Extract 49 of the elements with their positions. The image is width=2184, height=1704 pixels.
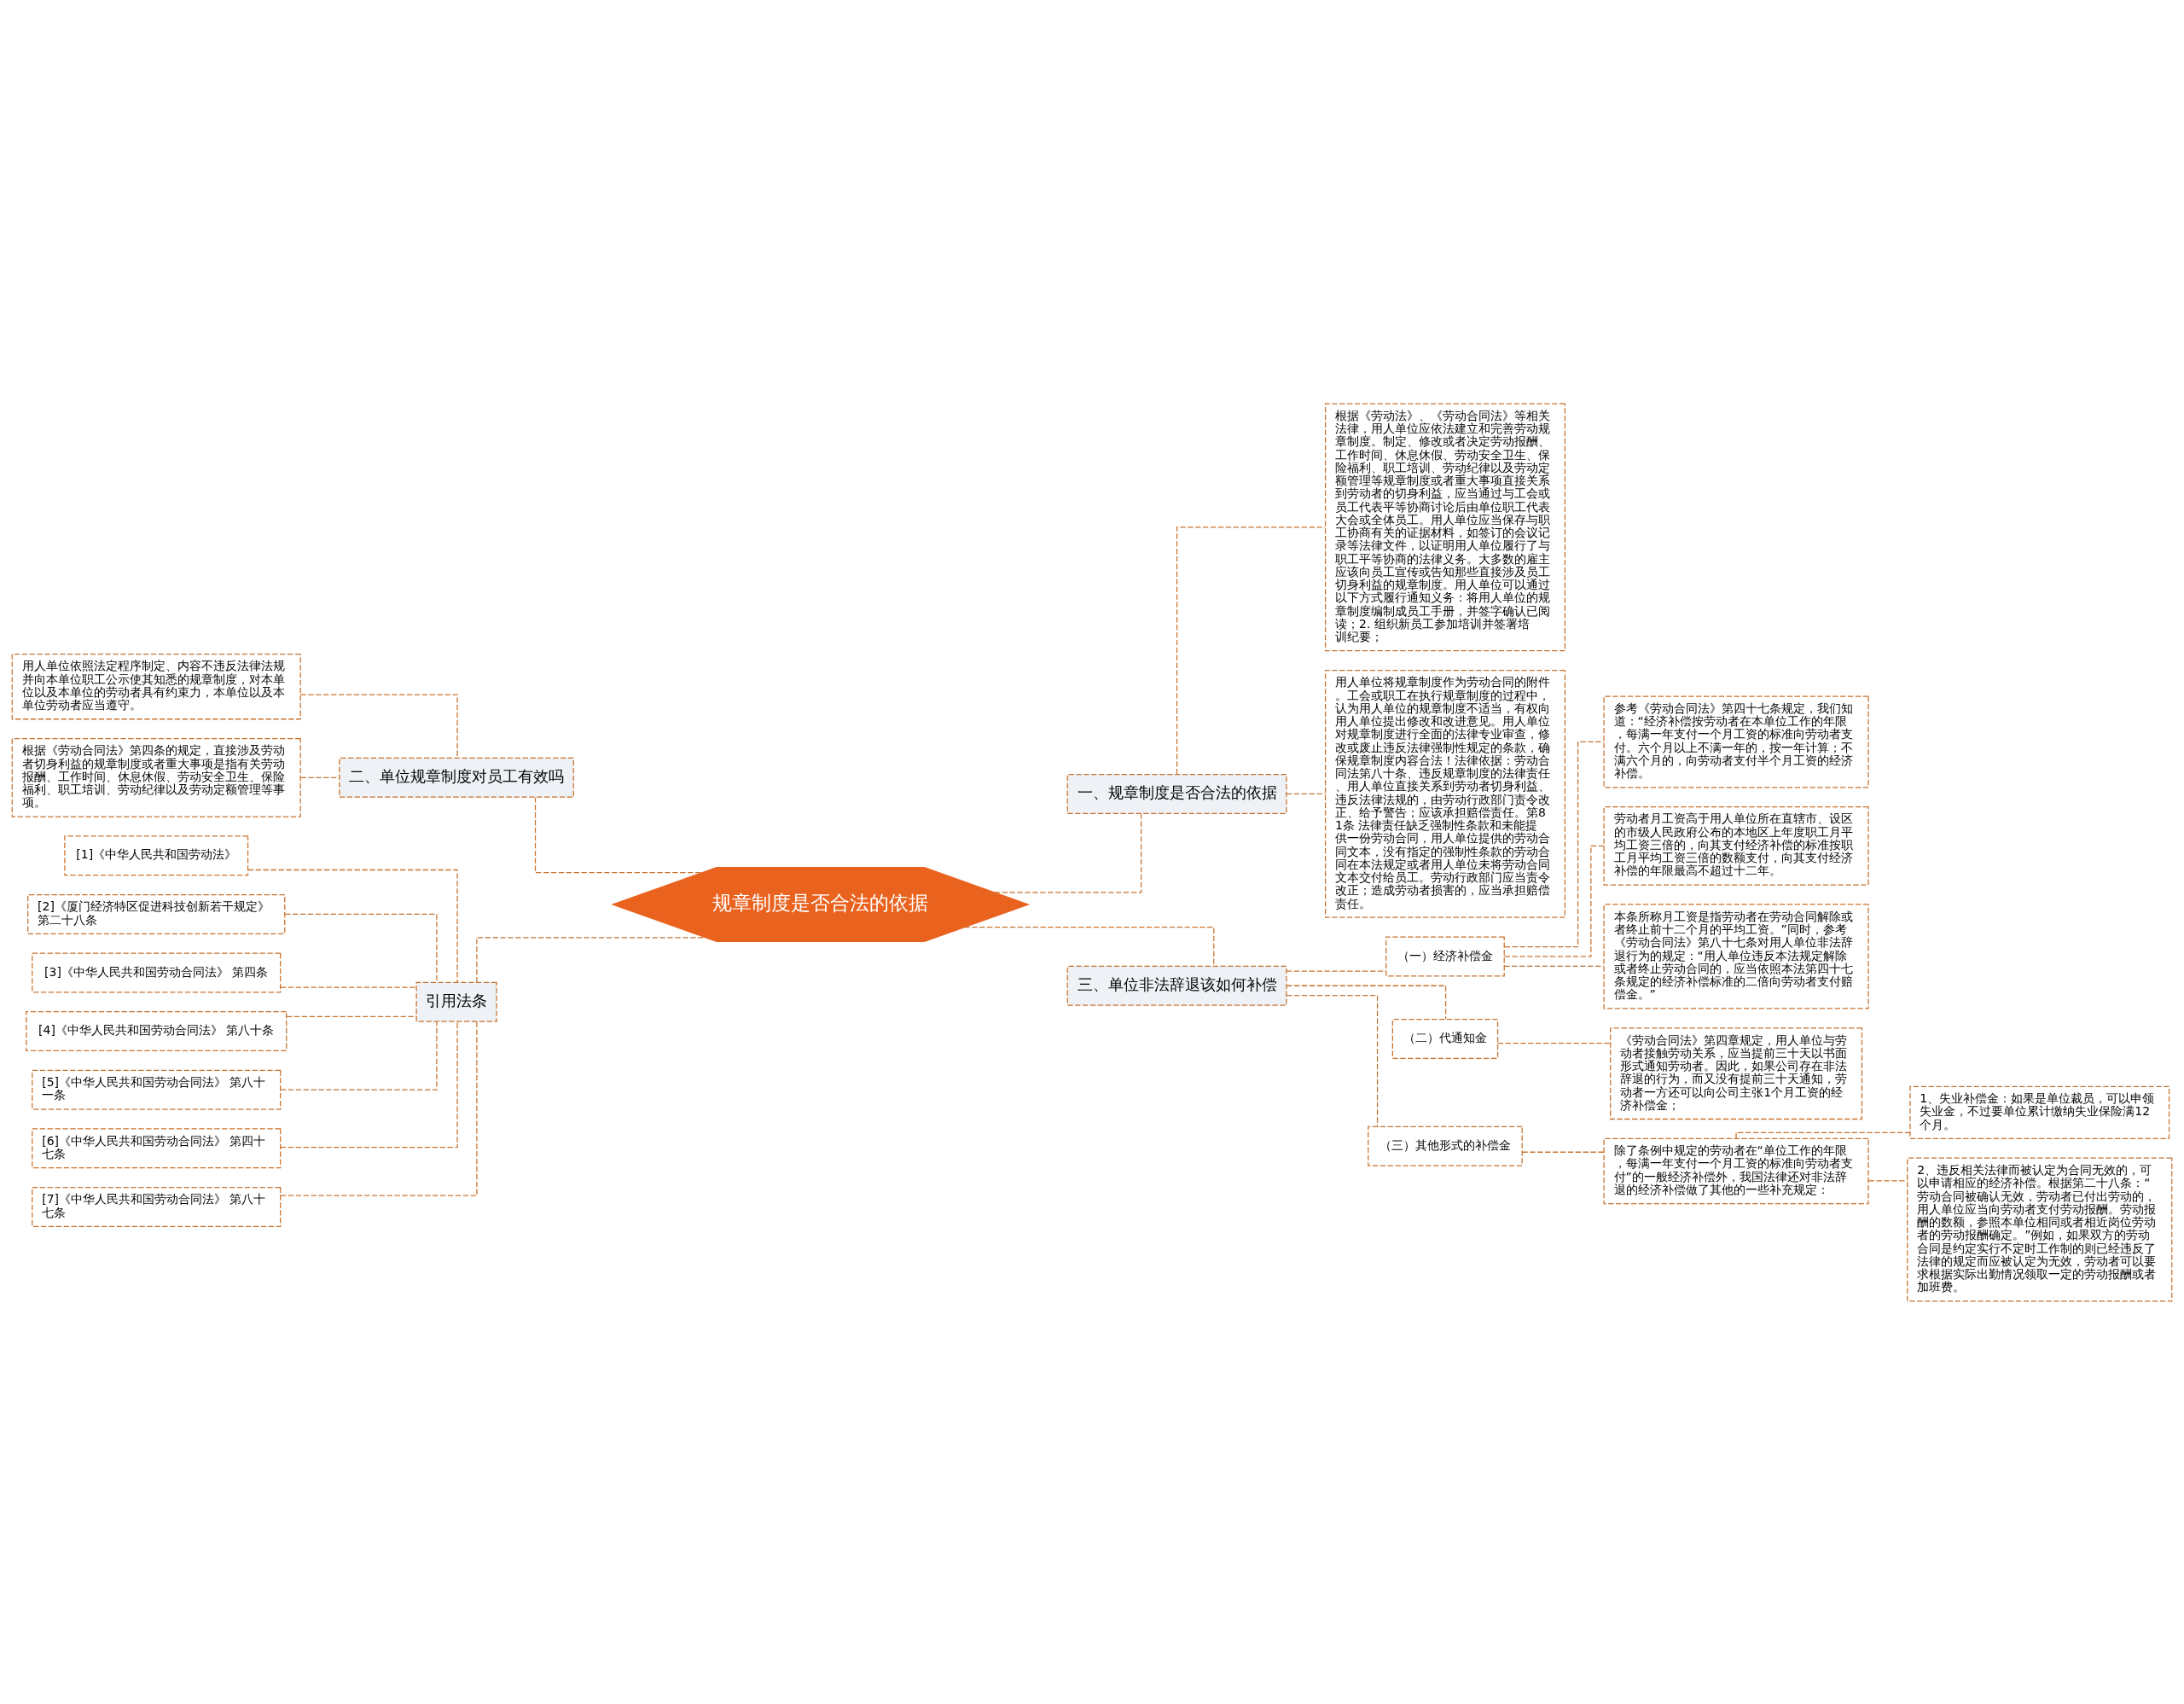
node-box: [7]《中华人民共和国劳动合同法》 第八十七条 xyxy=(32,1186,282,1227)
node-box: 《劳动合同法》第四章规定，用人单位与劳动者接触劳动关系，应当提前三十天以书面形式通知劳动者。因此，如果公司存在非法辞退的行为，而又没有提前三十天通知，劳动者一方还可以向公司主张1个月工资的经济补偿金； xyxy=(1610,1026,1863,1120)
node-box: [3]《中华人民共和国劳动合同法》 第四条 xyxy=(32,952,282,992)
connector xyxy=(280,1021,458,1148)
node-box: 除了条例中规定的劳动者在“单位工作的年限，每满一年支付一个月工资的标准向劳动者支付”的一般经济补偿外，我国法律还对非法辞退的经济补偿做了其他的一些补充规定： xyxy=(1603,1137,1869,1204)
connector xyxy=(284,913,438,983)
connector xyxy=(1286,994,1379,1127)
node-box: 用人单位依照法定程序制定、内容不违反法律法规并向本单位职工公示使其知悉的规章制度，对本单位以及本单位的劳动者具有约束力，本单位以及本单位劳动者应当遵守。 xyxy=(11,653,301,719)
node-box: [1]《中华人民共和国劳动法》 xyxy=(64,835,249,875)
connector xyxy=(280,1021,478,1196)
node-box: 三、单位非法辞退该如何补偿 xyxy=(1066,965,1287,1006)
node-box: 1、失业补偿金：如果是单位裁员，可以申领失业金，不过要单位累计缴纳失业保险满12个月。 xyxy=(1909,1085,2170,1139)
connector xyxy=(1286,793,1326,794)
node-box: 根据《劳动法》、《劳动合同法》等相关法律，用人单位应依法建立和完善劳动规章制度。制定、修改或者决定劳动报酬、工作时间、休息休假、劳动安全卫生、保险福利、职工培训、劳动纪律以及劳动定额管理等规章制度或者重大事项直接关系到劳动者的切身利益，应当通过与工会或员工代表平等协商讨论后由单位职工代表大会或全体员工。用人单位应当保存与职工协商有关的证据材料，如签订的会议记录等法律文件，以证明用人单位履行了与职工平等协商的法律义务。大多数的雇主应该向员工宣传或告知那些直接涉及员工切身利益的规章制度。用人单位可以通过以下方式履行通知义务：将用人单位的规章制度编制成员工手册，并签字确认已阅读；2. 组织新员工参加培训并签署培训纪要； xyxy=(1324,402,1565,651)
node-box: [2]《厦门经济特区促进科技创新若干规定》第二十八条 xyxy=(27,893,286,934)
connector xyxy=(963,926,1215,967)
connector xyxy=(1867,1179,1908,1182)
node-box: 本条所称月工资是指劳动者在劳动合同解除或者终止前十二个月的平均工资。”同时，参考《劳动合同法》第八十七条对用人单位非法辞退行为的规定：“用人单位违反本法规定解除或者终止劳动合同的，应当依照本法第四十七条规定的经济补偿标准的二倍向劳动者支付赔偿金。” xyxy=(1603,903,1869,1009)
connector xyxy=(1503,845,1605,957)
connector xyxy=(1286,969,1387,972)
node-box: [5]《中华人民共和国劳动合同法》 第八十一条 xyxy=(32,1069,282,1110)
connector xyxy=(286,1015,417,1017)
connector xyxy=(299,776,340,778)
node-box: 引用法条 xyxy=(415,981,497,1022)
node-box: （二）代通知金 xyxy=(1391,1018,1499,1059)
node-box: 劳动者月工资高于用人单位所在直辖市、设区的市级人民政府公布的本地区上年度职工月平均工资三倍的，向其支付经济补偿的标准按职工月平均工资三倍的数额支付，向其支付经济补偿的年限最高不超过十二年。 xyxy=(1603,805,1869,886)
node-box: 用人单位将规章制度作为劳动合同的附件。工会或职工在执行规章制度的过程中，认为用人单位的规章制度不适当，有权向用人单位提出修改和改进意见。用人单位对规章制度进行全面的法律专业审查，修改或废止违反法律强制性规定的条款，确保规章制度内容合法！法律依据：劳动合同法第八十条、违反规章制度的法律责任、用人单位直接关系到劳动者切身利益、违反法律法规的，由劳动行政部门责令改正、给予警告；应该承担赔偿责任。第81条 法律责任缺乏强制性条款和未能提供一份劳动合同，用人单位提供的劳动合同文本，没有指定的强制性条款的劳动合同在本法规定或者用人单位未将劳动合同文本交付给员工。劳动行政部门应当责令改正；造成劳动者损害的，应当承担赔偿责任。 xyxy=(1324,669,1565,918)
connector xyxy=(994,812,1142,893)
node-box: （三）其他形式的补偿金 xyxy=(1368,1125,1523,1166)
connector xyxy=(1497,1042,1612,1044)
connector xyxy=(247,869,458,983)
node-box: 二、单位规章制度对员工有效吗 xyxy=(339,757,574,798)
connector xyxy=(476,936,707,983)
node-box: [4]《中华人民共和国劳动合同法》 第八十条 xyxy=(26,1010,288,1051)
connector xyxy=(1503,741,1605,947)
node-box: 2、违反相关法律而被认定为合同无效的，可以申请相应的经济补偿。根据第二十八条：“劳动合同被确认无效，劳动者已付出劳动的，用人单位应当向劳动者支付劳动报酬。劳动报酬的数额，参照本单位相同或者相近岗位劳动者的劳动报酬确定。”例如，如果双方的劳动合同是约定实行不定时工作制的则已经违反了法律的规定而应被认定为无效，劳动者可以要求根据实际出勤情况领取一定的劳动报酬或者加班费。 xyxy=(1907,1157,2173,1302)
connector xyxy=(280,986,417,988)
node-box: 一、规章制度是否合法的依据 xyxy=(1066,773,1287,814)
connector xyxy=(299,694,458,759)
node-box: [6]《中华人民共和国劳动合同法》 第四十七条 xyxy=(32,1127,282,1168)
node-box: 参考《劳动合同法》第四十七条规定，我们知道：“经济补偿按劳动者在本单位工作的年限，每满一年支付一个月工资的标准向劳动者支付。六个月以上不满一年的，按一年计算；不满六个月的，向劳动者支付半个月工资的经济补偿。 xyxy=(1603,695,1869,788)
connector xyxy=(534,796,703,873)
connector xyxy=(280,1021,438,1090)
node-box: 根据《劳动合同法》第四条的规定，直接涉及劳动者切身利益的规章制度或者重大事项是指有关劳动报酬、工作时间、休息休假、劳动安全卫生、保险福利、职工培训、劳动纪律以及劳动定额管理等事项。 xyxy=(11,737,301,817)
connector xyxy=(1503,965,1605,967)
node-box: （一）经济补偿金 xyxy=(1385,935,1505,976)
connector xyxy=(1176,526,1326,775)
connector xyxy=(1286,985,1447,1020)
connector xyxy=(1521,1151,1605,1153)
